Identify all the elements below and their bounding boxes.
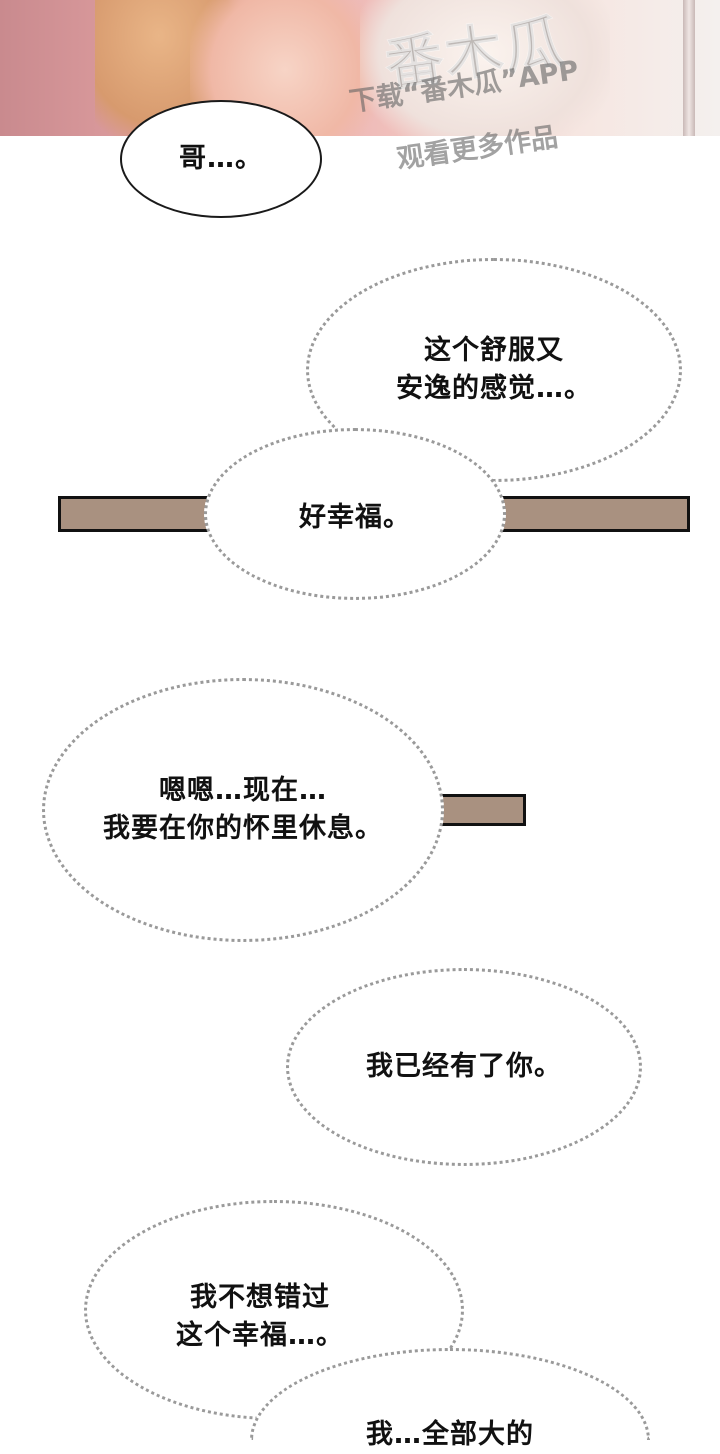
thought-bubble-3: 好幸福。 (204, 428, 506, 600)
thought-bubble-4: 嗯嗯…现在… 我要在你的怀里休息。 (42, 678, 444, 942)
thought-text: 嗯嗯…现在… 我要在你的怀里休息。 (103, 772, 383, 849)
thought-text: 我已经有了你。 (366, 1050, 562, 1082)
panel-shirt-shape (360, 0, 610, 136)
speech-bubble-1: 哥…。 (120, 100, 322, 218)
thought-text-line: 这个舒服又 (424, 334, 564, 366)
thought-text: 这个舒服又 安逸的感觉…。 (396, 332, 592, 409)
thought-text-line: 嗯嗯…现在… (159, 774, 327, 806)
watermark-line-2: 观看更多作品 (395, 121, 560, 176)
thought-bubble-5: 我已经有了你。 (286, 968, 642, 1166)
panel-door-frame (683, 0, 695, 136)
thought-text-line: 我不想错过 (190, 1282, 330, 1313)
comic-panel-top (0, 0, 720, 136)
thought-text-line: 安逸的感觉…。 (396, 373, 592, 404)
thought-text-line: 我要在你的怀里休息。 (103, 813, 383, 844)
speech-text: 哥…。 (179, 142, 263, 174)
thought-text: 我…全部大的 (366, 1418, 534, 1450)
thought-text: 我不想错过 这个幸福…。 (176, 1279, 344, 1356)
watermark: 番木瓜 下载“番木瓜”APP 观看更多作品 (340, 6, 670, 202)
thought-text-line: 这个幸福…。 (176, 1320, 344, 1352)
thought-text: 好幸福。 (299, 501, 411, 533)
